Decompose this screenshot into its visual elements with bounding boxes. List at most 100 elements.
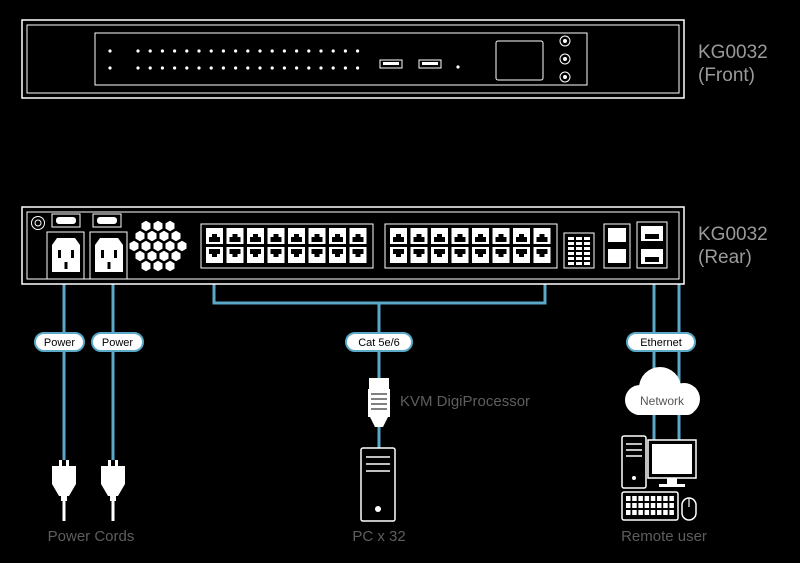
power-plug-icon xyxy=(52,460,76,521)
front-port-led xyxy=(136,49,140,53)
front-port-led xyxy=(221,66,225,70)
front-usb-ports xyxy=(379,59,442,69)
power-plug-icon xyxy=(101,460,125,521)
power-cords-caption: Power Cords xyxy=(48,528,135,545)
front-port-led xyxy=(136,66,140,70)
front-port-led xyxy=(234,49,238,53)
workstation-keyboard xyxy=(621,491,679,521)
vent-hole xyxy=(141,220,151,232)
front-port-led xyxy=(197,49,201,53)
front-port-led xyxy=(343,49,347,53)
front-port-led xyxy=(185,49,189,53)
usb-port-tongue xyxy=(383,62,399,65)
front-port-led xyxy=(258,66,262,70)
iec-inlet-icon xyxy=(52,238,80,272)
power-tag-left: Power xyxy=(34,332,85,352)
front-port-led xyxy=(234,66,238,70)
front-port-led xyxy=(173,66,177,70)
front-port-led xyxy=(282,66,286,70)
rear-panel xyxy=(21,206,685,285)
network-cloud-label: Network xyxy=(640,394,685,408)
terminal-pins xyxy=(568,237,590,265)
front-port-led xyxy=(282,49,286,53)
kvm-dongle-icon xyxy=(368,378,390,427)
front-port-led xyxy=(319,66,323,70)
usb-port xyxy=(418,59,442,69)
kvm-port-bank-left xyxy=(200,223,374,269)
front-port-led xyxy=(319,49,323,53)
vent-hole xyxy=(147,250,157,262)
front-port-led xyxy=(148,66,152,70)
front-bezel xyxy=(94,32,588,86)
front-port-led xyxy=(209,49,213,53)
remote-user-caption: Remote user xyxy=(621,528,707,545)
power-plug-icons xyxy=(52,460,125,521)
front-port-led xyxy=(331,66,335,70)
front-port-led xyxy=(160,49,164,53)
serial-port xyxy=(608,228,626,242)
vent-hole xyxy=(171,230,181,242)
usb-port-tongue xyxy=(422,62,438,65)
front-button xyxy=(559,71,571,83)
ethernet-tag: Ethernet xyxy=(626,332,696,352)
front-port-led xyxy=(148,49,152,53)
vent-hole xyxy=(141,240,151,252)
front-side-label: (Front) xyxy=(698,65,755,86)
front-button xyxy=(559,35,571,47)
front-port-led xyxy=(343,66,347,70)
front-port-led xyxy=(295,49,299,53)
front-port-led xyxy=(356,49,360,53)
front-port-led xyxy=(108,49,112,53)
cable-tags: Power Power Cat 5e/6 Ethernet xyxy=(34,332,696,352)
front-port-led xyxy=(246,49,250,53)
terminal-block xyxy=(563,232,595,269)
ground-screw-icon xyxy=(31,216,45,230)
ethernet-tag-text: Ethernet xyxy=(640,337,682,349)
cat-tag-text: Cat 5e/6 xyxy=(358,337,400,349)
front-button xyxy=(559,53,571,65)
serial-port-block xyxy=(603,223,631,269)
power-tag-right: Power xyxy=(91,332,144,352)
vent-hole xyxy=(159,230,169,242)
front-port-led xyxy=(221,49,225,53)
rj45-ports-left xyxy=(206,228,367,263)
vent-hole xyxy=(141,260,151,272)
serial-port xyxy=(608,249,626,263)
vent-hole xyxy=(147,230,157,242)
vent-hole xyxy=(177,240,187,252)
vent-hole xyxy=(165,260,175,272)
front-port-led xyxy=(295,66,299,70)
usb-port xyxy=(379,59,403,69)
vent-hole xyxy=(129,240,139,252)
lan-port-block xyxy=(636,221,668,269)
vent-hole xyxy=(153,220,163,232)
front-chassis-inner xyxy=(26,24,680,94)
power-switch-left xyxy=(51,213,81,228)
front-lcd-display xyxy=(495,40,544,81)
vent-hole xyxy=(171,250,181,262)
pc-caption: PC x 32 xyxy=(352,528,405,545)
front-buttons xyxy=(559,35,571,83)
front-port-led xyxy=(173,49,177,53)
front-port-led xyxy=(209,66,213,70)
workstation-tower xyxy=(621,435,647,489)
pc-tower-icon xyxy=(360,447,396,522)
front-port-led xyxy=(185,66,189,70)
front-port-led xyxy=(160,66,164,70)
network-cloud-icon: Network xyxy=(625,367,700,415)
vent-hole xyxy=(153,260,163,272)
kvm-port-bank-right xyxy=(384,223,558,269)
front-port-led xyxy=(246,66,250,70)
power-switch-right xyxy=(92,213,122,228)
vent-hole xyxy=(153,240,163,252)
rj45-ports-right xyxy=(390,228,551,263)
front-port-led xyxy=(307,66,311,70)
front-port-led xyxy=(270,49,274,53)
front-port-led xyxy=(307,49,311,53)
vent-hole xyxy=(165,220,175,232)
front-port-led xyxy=(356,66,360,70)
rear-side-label: (Rear) xyxy=(698,247,752,268)
power-tag-right-text: Power xyxy=(102,337,134,349)
vent-hole xyxy=(165,240,175,252)
